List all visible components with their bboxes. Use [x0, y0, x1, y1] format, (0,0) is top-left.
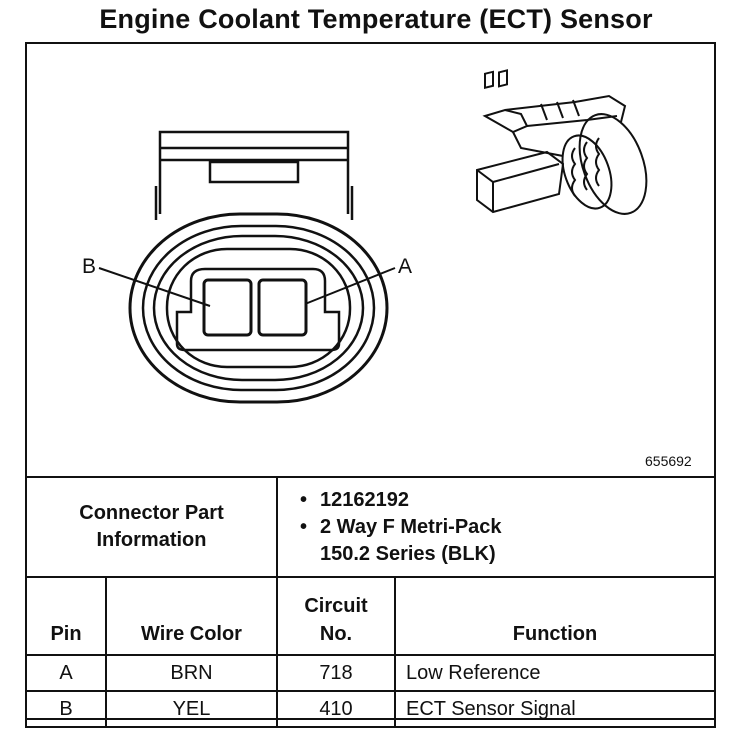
page-title: Engine Coolant Temperature (ECT) Sensor — [99, 4, 653, 34]
pin-cell: A — [25, 654, 107, 692]
latch-window — [208, 160, 300, 184]
table-row: B YEL 410 ECT Sensor Signal — [25, 690, 716, 728]
connector-part-info-cell: • 12162192 • 2 Way F Metri-Pack 150.2 Seri… — [276, 476, 716, 578]
part-number: 12162192 — [320, 488, 409, 511]
latch-block — [158, 130, 350, 214]
connector-outer-shell — [128, 212, 389, 404]
callout-label-b: B — [82, 255, 97, 278]
connector-part-label-line1: Connector Part — [79, 502, 224, 524]
header-wire-color: Wire Color — [105, 576, 278, 656]
connector-description-2: 150.2 Series (BLK) — [320, 542, 496, 565]
callout-line-a — [304, 267, 396, 305]
bullet: • — [300, 488, 308, 511]
description-line1: • 2 Way F Metri-Pack — [300, 514, 714, 541]
terminal-a — [257, 278, 308, 337]
figure-number: 655692 — [645, 453, 692, 469]
header-circuit-line1: Circuit — [304, 595, 368, 617]
callout-label-a: A — [398, 255, 413, 278]
terminal-b — [202, 278, 253, 337]
function-cell: ECT Sensor Signal — [394, 690, 716, 728]
header-function: Function — [394, 576, 716, 656]
connector-diagram-frame: B A 655692 Connector Part Information • 1… — [25, 42, 716, 728]
circuit-cell: 410 — [276, 690, 396, 728]
connector-isometric-sketch — [476, 69, 648, 215]
terminal-cavity — [175, 267, 341, 352]
bullet: • — [300, 515, 308, 538]
connector-face-drawing — [98, 69, 648, 404]
connector-part-label-cell: Connector Part Information — [25, 476, 278, 578]
wire-color-cell: YEL — [105, 690, 278, 728]
connector-description-1: 2 Way F Metri-Pack — [320, 515, 502, 538]
header-pin: Pin — [25, 576, 107, 656]
pin-cell: B — [25, 690, 107, 728]
callout-line-b — [98, 267, 211, 307]
wire-color-cell: BRN — [105, 654, 278, 692]
connector-part-row: Connector Part Information • 12162192 • 2 … — [25, 476, 716, 578]
table-row: A BRN 718 Low Reference — [25, 654, 716, 692]
connector-info-table: Connector Part Information • 12162192 • 2 … — [25, 476, 716, 728]
header-circuit: Circuit No. — [276, 576, 396, 656]
connector-part-label-line2: Information — [96, 529, 207, 551]
part-number-line: • 12162192 — [300, 487, 714, 514]
connector-illustration: B A 655692 — [27, 44, 714, 478]
circuit-cell: 718 — [276, 654, 396, 692]
header-circuit-line2: No. — [319, 623, 353, 645]
pinout-header-row: Pin Wire Color Circuit No. Function — [25, 576, 716, 656]
function-cell: Low Reference — [394, 654, 716, 692]
